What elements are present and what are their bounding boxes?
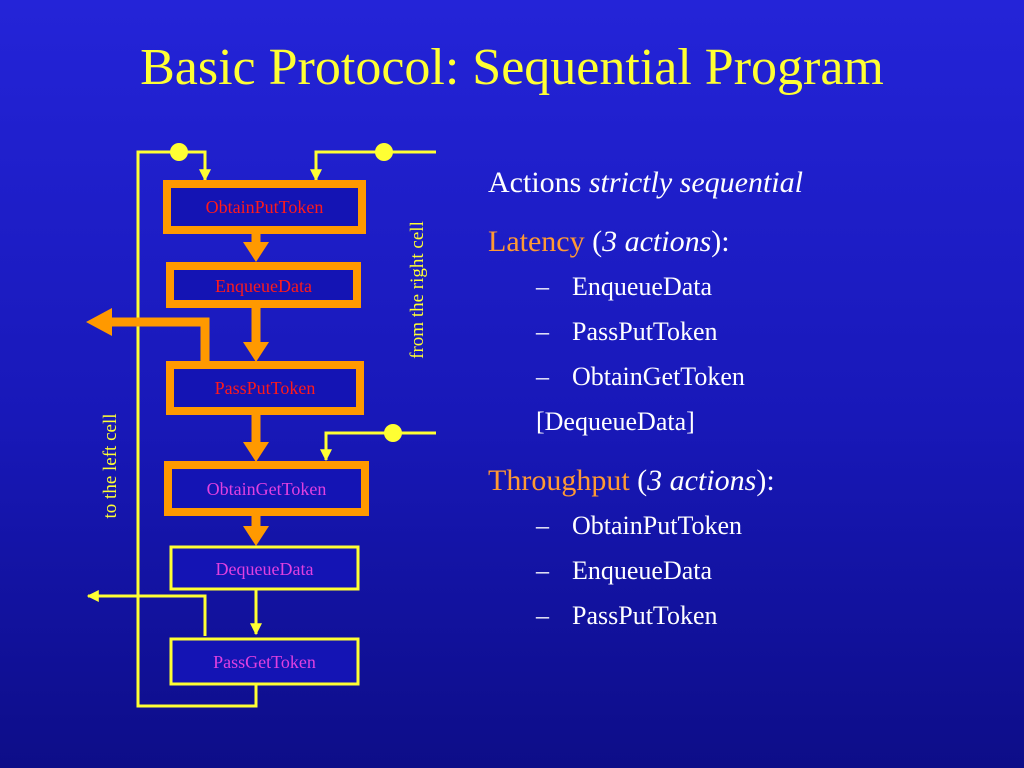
box-dequeue-data-label: DequeueData <box>216 559 314 579</box>
latency-item: –PassPutToken <box>488 309 1008 354</box>
right-get-input-wire <box>320 431 436 462</box>
notes-panel: Actions strictly sequential Latency (3 a… <box>488 160 1008 638</box>
latency-close: ): <box>711 225 730 258</box>
put-token-loop-wire <box>136 150 258 708</box>
throughput-heading: Throughput (3 actions): <box>488 458 1008 503</box>
actions-emphasis: strictly sequential <box>588 166 803 199</box>
right-put-dot <box>375 143 393 161</box>
slide-title: Basic Protocol: Sequential Program <box>140 39 884 96</box>
throughput-item-label: EnqueueData <box>572 556 713 585</box>
critical-flow <box>86 230 269 546</box>
from-right-cell-label: from the right cell <box>407 221 428 359</box>
box-dequeue-data: DequeueData <box>169 545 360 591</box>
box-pass-put-token-label: PassPutToken <box>215 378 316 398</box>
latency-item: –ObtainGetToken <box>488 354 1008 399</box>
actions-prefix: Actions <box>488 166 589 199</box>
dash-marker: – <box>536 272 549 301</box>
latency-item: –EnqueueData <box>488 264 1008 309</box>
latency-item-label: EnqueueData <box>572 272 713 301</box>
dash-marker: – <box>536 362 549 391</box>
box-obtain-get-token: ObtainGetToken <box>164 461 369 516</box>
dash-marker: – <box>536 556 549 585</box>
box-enqueue-data-label: EnqueueData <box>215 276 312 296</box>
box-pass-get-token: PassGetToken <box>169 637 360 686</box>
dash-marker: – <box>536 317 549 346</box>
throughput-item: –PassPutToken <box>488 593 1008 638</box>
throughput-list: –ObtainPutToken –EnqueueData –PassPutTok… <box>488 503 1008 638</box>
latency-label: Latency <box>488 225 585 258</box>
flow-arrowhead-2 <box>243 342 269 362</box>
put-loop-dot <box>170 143 188 161</box>
box-obtain-put-token-label: ObtainPutToken <box>206 197 324 217</box>
flow-arrowhead-4 <box>243 526 269 546</box>
box-obtain-put-token: ObtainPutToken <box>163 180 366 234</box>
box-enqueue-data: EnqueueData <box>166 262 361 308</box>
dash-marker: – <box>536 601 549 630</box>
throughput-close: ): <box>756 464 775 497</box>
throughput-label: Throughput <box>488 464 630 497</box>
throughput-item-label: ObtainPutToken <box>572 511 743 540</box>
signal-wires <box>86 150 436 708</box>
throughput-count: 3 actions <box>647 464 757 497</box>
flow-arrowhead-1 <box>243 242 269 262</box>
left-put-output-arrowhead <box>86 308 112 336</box>
flow-arrowhead-3 <box>243 442 269 462</box>
box-pass-put-token: PassPutToken <box>166 361 364 415</box>
latency-extra: [DequeueData] <box>536 407 695 436</box>
throughput-item: –ObtainPutToken <box>488 503 1008 548</box>
box-obtain-get-token-label: ObtainGetToken <box>207 479 327 499</box>
left-put-output-flow <box>110 317 210 366</box>
latency-heading: Latency (3 actions): <box>488 219 1008 264</box>
latency-item-label: ObtainGetToken <box>572 362 745 391</box>
throughput-item-label: PassPutToken <box>572 601 718 630</box>
right-get-dot <box>384 424 402 442</box>
right-put-input-wire <box>310 150 436 182</box>
to-left-cell-label: to the left cell <box>100 414 121 519</box>
throughput-open: ( <box>629 464 648 497</box>
throughput-item: –EnqueueData <box>488 548 1008 593</box>
dash-marker: – <box>536 511 549 540</box>
latency-open: ( <box>584 225 603 258</box>
latency-list: –EnqueueData –PassPutToken –ObtainGetTok… <box>488 264 1008 399</box>
box-pass-get-token-label: PassGetToken <box>213 652 316 672</box>
actions-heading: Actions strictly sequential <box>488 160 1008 205</box>
latency-item-label: PassPutToken <box>572 317 718 346</box>
latency-count: 3 actions <box>602 225 712 258</box>
left-get-output-wire <box>86 590 207 636</box>
